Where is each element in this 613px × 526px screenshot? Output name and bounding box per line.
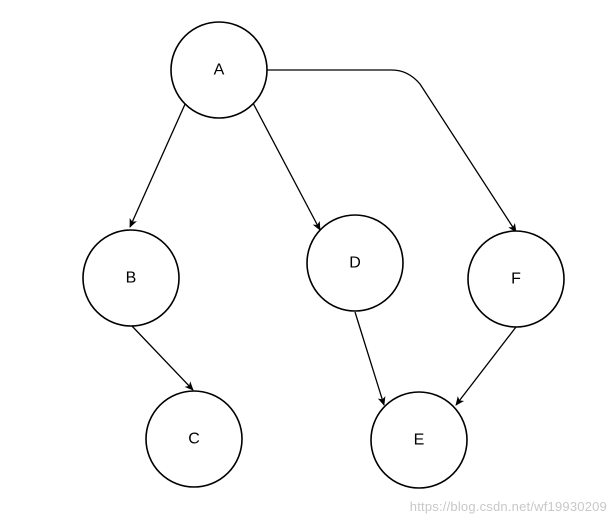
edge-a-to-f	[266, 69, 517, 233]
node-f-circle	[467, 230, 565, 328]
node-e-circle	[370, 391, 468, 489]
node-e-label: E	[414, 432, 425, 449]
node-b-circle	[82, 229, 180, 327]
node-e: E	[370, 391, 468, 489]
node-c: C	[145, 390, 243, 488]
node-c-label: C	[188, 431, 200, 448]
edge-a-to-b	[129, 101, 187, 228]
node-a-label: A	[214, 62, 225, 79]
edge-a-to-d	[252, 102, 321, 231]
node-d-circle	[306, 214, 404, 312]
node-b: B	[82, 229, 180, 327]
edge-d-to-e	[354, 311, 386, 406]
edge-b-to-c	[130, 324, 194, 391]
edges-group	[129, 69, 517, 406]
edge-f-to-e	[455, 326, 517, 406]
node-b-label: B	[126, 270, 137, 287]
watermark-text: https://blog.csdn.net/wf19930209	[409, 499, 607, 514]
node-d: D	[306, 214, 404, 312]
node-a: A	[170, 21, 268, 119]
node-a-circle	[170, 21, 268, 119]
node-c-circle	[145, 390, 243, 488]
node-d-label: D	[349, 255, 361, 272]
node-f: F	[467, 230, 565, 328]
node-f-label: F	[511, 271, 521, 288]
